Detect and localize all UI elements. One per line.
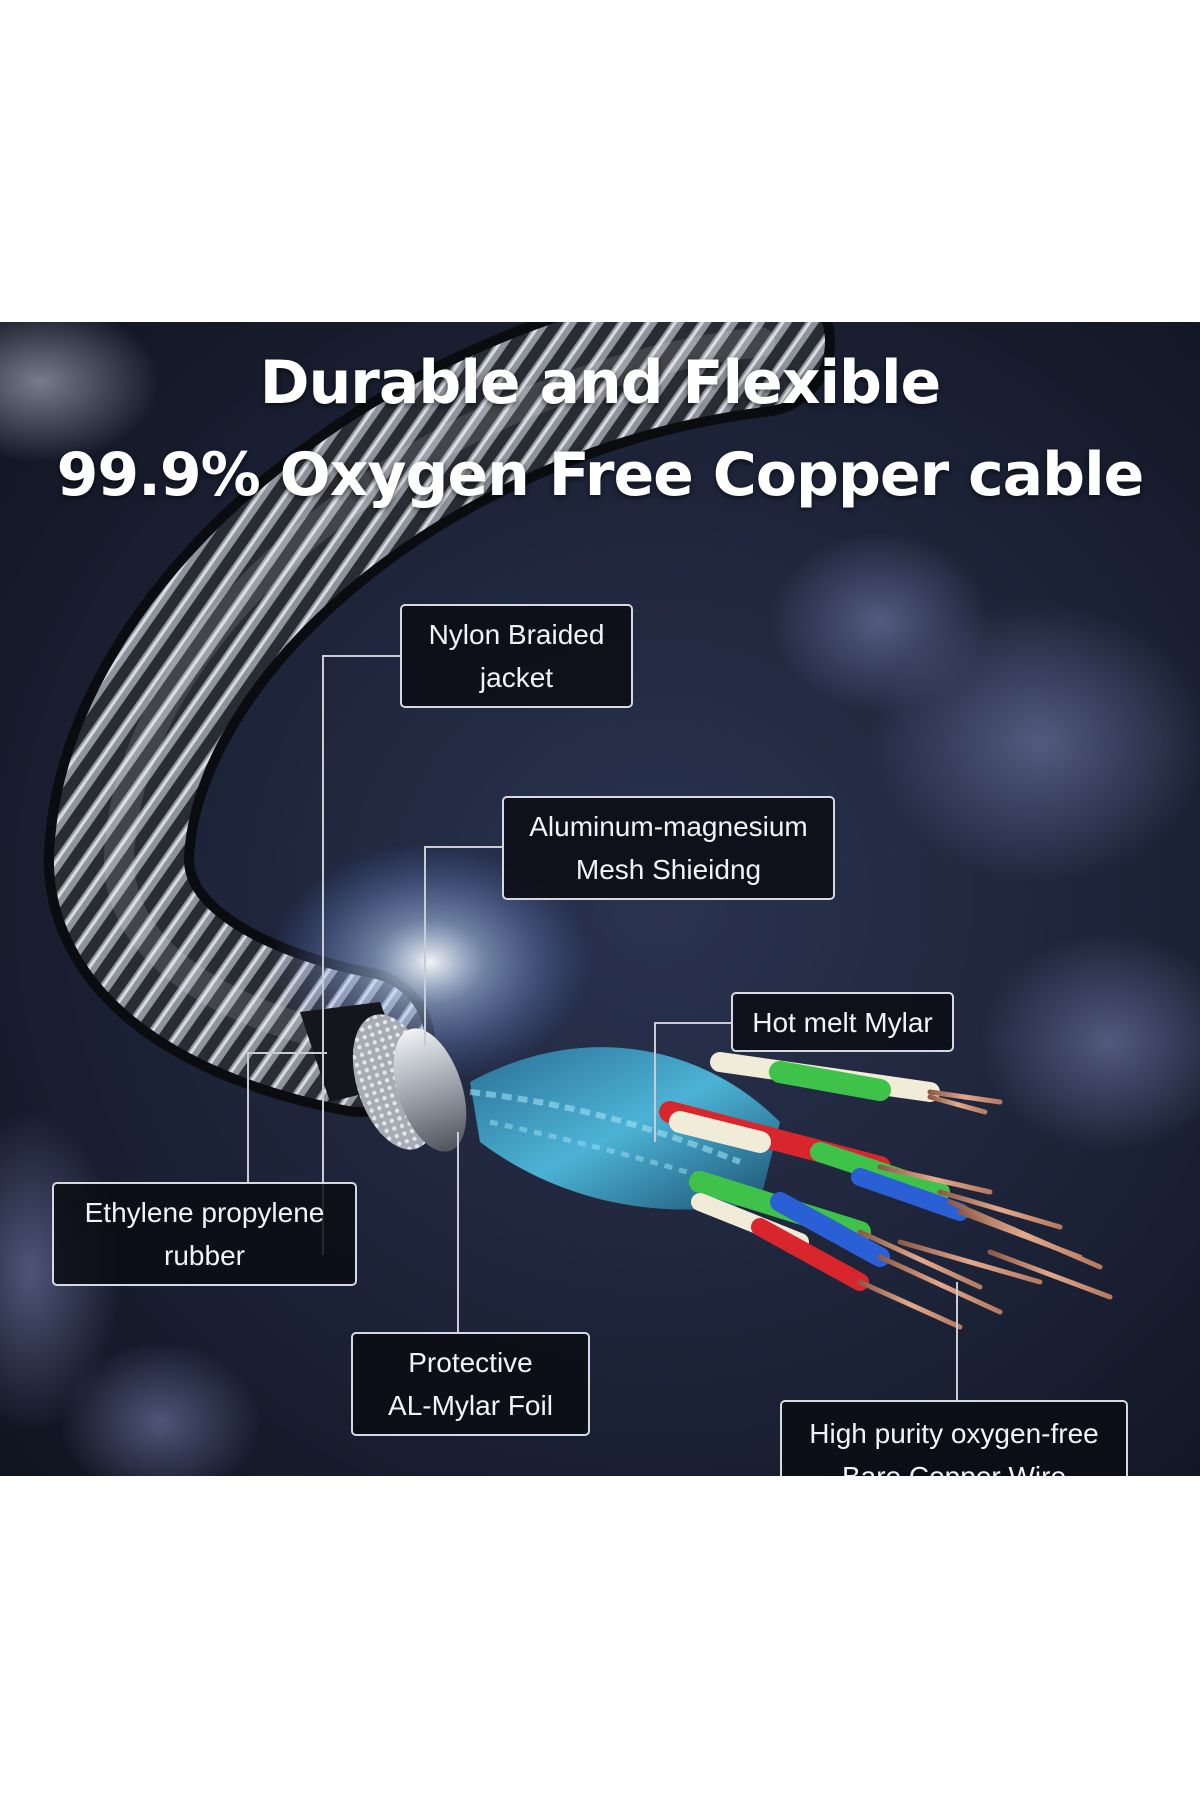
callout-label: Ethylene propylene: [84, 1197, 325, 1228]
callout-label: High purity oxygen-free: [809, 1418, 1099, 1449]
leader-mylar-h: [654, 1022, 732, 1024]
leader-copper-v: [956, 1282, 958, 1402]
leader-mylar-v: [654, 1022, 656, 1142]
leader-alumag-v: [424, 846, 426, 1046]
leader-epr-h: [247, 1052, 327, 1054]
callout-label: Nylon Braided: [428, 619, 605, 650]
callout-label: Protective: [408, 1347, 533, 1378]
cable-illustration: [0, 322, 1200, 1476]
leader-epr-v: [247, 1052, 249, 1184]
callout-label: Aluminum-magnesium: [529, 811, 808, 842]
callout-aluminum-magnesium-shielding: Aluminum-magnesium Mesh Shieidng: [502, 796, 835, 900]
callout-label: Mesh Shieidng: [575, 854, 762, 885]
callout-nylon-braided-jacket: Nylon Braided jacket: [400, 604, 633, 708]
callout-label: Hot melt Mylar: [752, 1006, 933, 1038]
headline-durable-flexible: Durable and Flexible: [259, 348, 941, 418]
callout-hot-melt-mylar: Hot melt Mylar: [731, 992, 954, 1052]
leader-alumag-h: [424, 846, 504, 848]
callout-ethylene-propylene-rubber: Ethylene propylene rubber: [52, 1182, 357, 1286]
callout-label: Bare Copper Wire: [782, 1455, 1126, 1476]
callout-label: AL-Mylar Foil: [388, 1390, 553, 1421]
leader-nylon-v: [322, 655, 324, 1255]
callout-label: rubber: [164, 1240, 245, 1271]
callout-bare-copper-wire: High purity oxygen-free Bare Copper Wire: [780, 1400, 1128, 1476]
headline-oxygen-free-copper: 99.9% Oxygen Free Copper cable: [56, 440, 1145, 510]
leader-foil-v: [457, 1132, 459, 1334]
leader-nylon-h: [322, 655, 402, 657]
callout-protective-al-mylar-foil: Protective AL-Mylar Foil: [351, 1332, 590, 1436]
callout-label: jacket: [479, 662, 554, 693]
product-banner: Durable and Flexible 99.9% Oxygen Free C…: [0, 322, 1200, 1476]
